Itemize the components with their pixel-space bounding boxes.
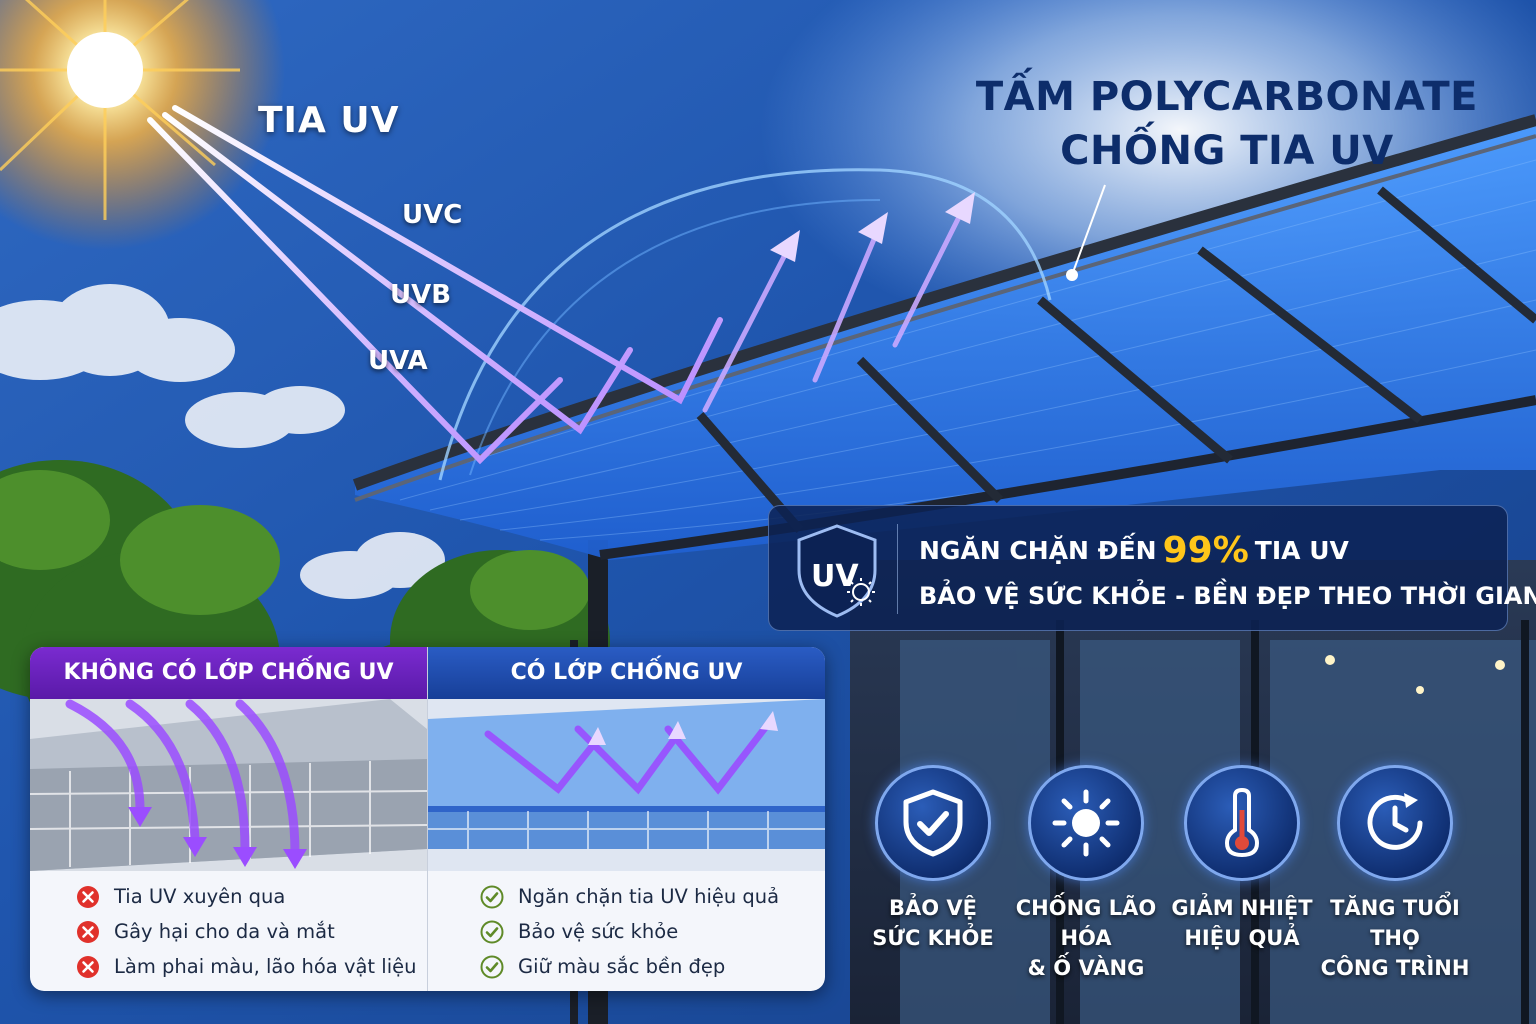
sun-icon (1052, 789, 1120, 857)
feature-label: BẢO VỆ SỨC KHỎE (858, 893, 1008, 953)
feature-label-line-1: CHỐNG LÃO HÓA (1015, 896, 1157, 950)
feature-label: CHỐNG LÃO HÓA & Ố VÀNG (1011, 893, 1161, 983)
uv-rays-heading: TIA UV (258, 100, 400, 141)
banner-percent: 99% (1162, 530, 1249, 571)
x-circle-icon (77, 920, 99, 943)
sheet-with-uv-illustration (428, 699, 825, 871)
feature-label-line-2: SỨC KHỎE (872, 926, 994, 950)
list-item: Ngăn chặn tia UV hiệu quả (428, 879, 825, 914)
uva-label: UVA (368, 346, 428, 376)
list-item-text: Ngăn chặn tia UV hiệu quả (518, 885, 780, 908)
feature-label: GIẢM NHIỆT HIỆU QUẢ (1167, 893, 1317, 953)
with-uv-list: Ngăn chặn tia UV hiệu quả Bảo vệ sức khỏ… (428, 879, 825, 984)
banner-suffix: TIA UV (1254, 536, 1349, 565)
list-item: Tia UV xuyên qua (30, 879, 427, 914)
list-item: Bảo vệ sức khỏe (428, 914, 825, 949)
feature-label-line-2: CÔNG TRÌNH (1320, 956, 1470, 980)
feature-circle (1337, 765, 1453, 881)
thermometer-icon (1224, 788, 1260, 858)
without-uv-list: Tia UV xuyên qua Gây hại cho da và mắt L… (30, 879, 427, 984)
feature-label-line-2: HIỆU QUẢ (1184, 926, 1300, 950)
check-circle-icon (480, 955, 504, 978)
list-item-text: Làm phai màu, lão hóa vật liệu (114, 955, 417, 978)
feature-label-line-2: & Ố VÀNG (1027, 956, 1145, 980)
main-title: TẤM POLYCARBONATE CHỐNG TIA UV (976, 70, 1478, 178)
feature-health-protection: BẢO VỆ SỨC KHỎE (858, 765, 1008, 953)
feature-longevity: TĂNG TUỔI THỌ CÔNG TRÌNH (1320, 765, 1470, 983)
with-uv-header: CÓ LỚP CHỐNG UV (428, 647, 825, 699)
banner-divider (897, 524, 898, 614)
check-circle-icon (480, 885, 504, 908)
banner-benefit-statement: BẢO VỆ SỨC KHỎE - BỀN ĐẸP THEO THỜI GIAN (919, 582, 1536, 610)
list-item-text: Giữ màu sắc bền đẹp (518, 955, 726, 978)
title-line-2: CHỐNG TIA UV (1060, 128, 1394, 174)
list-item: Làm phai màu, lão hóa vật liệu (30, 949, 427, 984)
feature-heat-reduction: GIẢM NHIỆT HIỆU QUẢ (1167, 765, 1317, 953)
feature-circle (1028, 765, 1144, 881)
list-item: Giữ màu sắc bền đẹp (428, 949, 825, 984)
banner-prefix: NGĂN CHẶN ĐẾN (919, 536, 1157, 565)
comparison-divider (427, 647, 428, 991)
without-uv-header: KHÔNG CÓ LỚP CHỐNG UV (30, 647, 427, 699)
sheet-without-uv-illustration (30, 699, 427, 871)
list-item-text: Tia UV xuyên qua (114, 885, 286, 908)
feature-label-line-1: GIẢM NHIỆT (1171, 896, 1313, 920)
uvc-label: UVC (402, 200, 463, 230)
feature-anti-aging: CHỐNG LÃO HÓA & Ố VÀNG (1011, 765, 1161, 983)
clock-icon (1367, 793, 1423, 850)
list-item-text: Bảo vệ sức khỏe (518, 920, 679, 943)
feature-label: TĂNG TUỔI THỌ CÔNG TRÌNH (1320, 893, 1470, 983)
uvb-label: UVB (390, 280, 452, 310)
feature-label-line-1: TĂNG TUỔI THỌ (1330, 896, 1460, 950)
list-item-text: Gây hại cho da và mắt (114, 920, 335, 943)
list-item: Gây hại cho da và mắt (30, 914, 427, 949)
with-uv-column: CÓ LỚP CHỐNG UV (428, 647, 825, 991)
title-line-1: TẤM POLYCARBONATE (975, 74, 1478, 120)
shield-check-icon (903, 789, 963, 857)
comparison-panel: KHÔNG CÓ LỚP CHỐNG UV (30, 647, 825, 991)
x-circle-icon (77, 885, 99, 908)
uv-shield-icon: UV (797, 524, 877, 618)
shield-uv-text: UV (811, 559, 859, 594)
feature-circle (1184, 765, 1300, 881)
feature-label-line-1: BẢO VỆ (888, 896, 978, 920)
without-uv-column: KHÔNG CÓ LỚP CHỐNG UV (30, 647, 427, 991)
check-circle-icon (480, 920, 504, 943)
feature-circle (875, 765, 991, 881)
x-circle-icon (77, 955, 99, 978)
